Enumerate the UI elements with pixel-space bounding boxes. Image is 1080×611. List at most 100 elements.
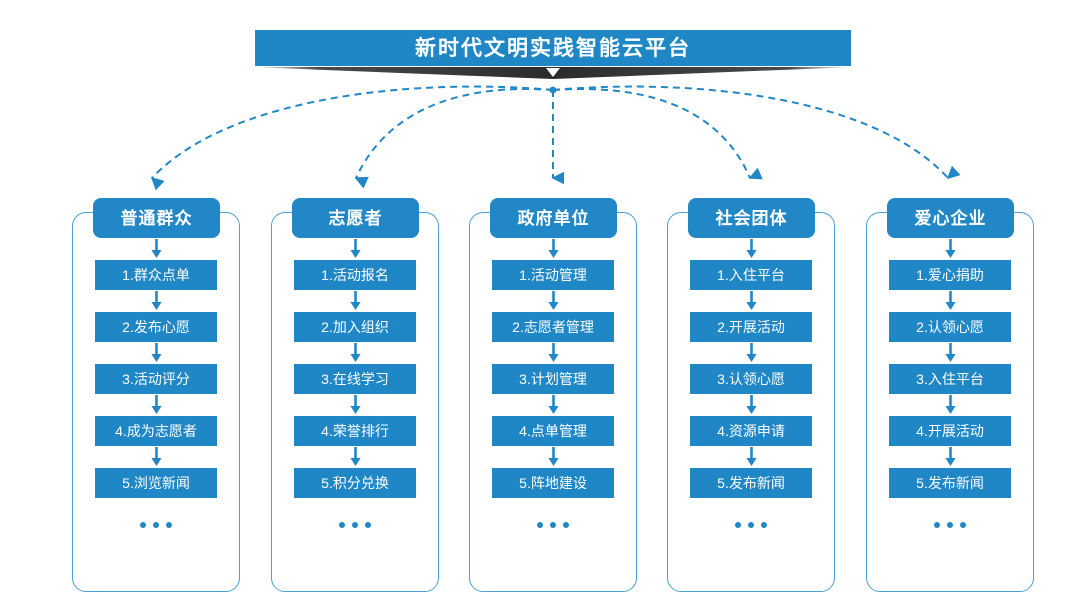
ellipsis-dot — [563, 522, 569, 528]
role-step-item[interactable]: 5.积分兑换 — [294, 468, 416, 498]
role-step-label: 3.活动评分 — [122, 371, 190, 387]
more-items-ellipsis — [469, 512, 637, 538]
role-step-item[interactable]: 5.发布新闻 — [690, 468, 812, 498]
ellipsis-dot — [761, 522, 767, 528]
role-columns: 普通群众 1.群众点单 2.发布心愿 3.活动评分 4.成为志愿者 5.浏览新闻 志愿者 1.… — [0, 198, 1080, 598]
role-step-item[interactable]: 1.活动报名 — [294, 260, 416, 290]
platform-title-banner: 新时代文明实践智能云平台 — [250, 30, 856, 79]
role-step-item[interactable]: 5.浏览新闻 — [95, 468, 217, 498]
role-header-4[interactable]: 社会团体 — [688, 198, 815, 238]
more-items-ellipsis — [72, 512, 240, 538]
role-step-item[interactable]: 2.发布心愿 — [95, 312, 217, 342]
role-header-3[interactable]: 政府单位 — [490, 198, 617, 238]
role-step-item[interactable]: 1.入住平台 — [690, 260, 812, 290]
role-step-item[interactable]: 3.计划管理 — [492, 364, 614, 394]
role-column-5: 爱心企业 1.爱心捐助 2.认领心愿 3.入住平台 4.开展活动 5.发布新闻 — [866, 198, 1034, 592]
role-step-label: 2.发布心愿 — [122, 319, 190, 335]
role-step-label: 5.浏览新闻 — [122, 475, 190, 491]
role-step-label: 1.活动管理 — [519, 267, 587, 283]
role-step-label: 4.荣誉排行 — [321, 423, 389, 439]
role-column-4: 社会团体 1.入住平台 2.开展活动 3.认领心愿 4.资源申请 5.发布新闻 — [667, 198, 835, 592]
role-step-item[interactable]: 4.成为志愿者 — [95, 416, 217, 446]
ellipsis-dot — [352, 522, 358, 528]
ellipsis-dot — [153, 522, 159, 528]
role-step-label: 1.入住平台 — [717, 267, 785, 283]
role-step-label: 5.积分兑换 — [321, 475, 389, 491]
arrow-down-icon — [271, 290, 439, 312]
ellipsis-dot — [934, 522, 940, 528]
role-header-label: 政府单位 — [517, 208, 590, 228]
arrow-down-icon — [866, 238, 1034, 260]
role-header-label: 志愿者 — [328, 208, 383, 228]
role-step-label: 4.资源申请 — [717, 423, 785, 439]
connector-to-column-1 — [150, 85, 554, 191]
role-step-label: 3.在线学习 — [321, 371, 389, 387]
role-step-label: 5.发布新闻 — [916, 475, 984, 491]
page-title: 新时代文明实践智能云平台 — [415, 36, 691, 60]
ellipsis-dot — [735, 522, 741, 528]
role-column-2: 志愿者 1.活动报名 2.加入组织 3.在线学习 4.荣誉排行 5.积分兑换 — [271, 198, 439, 592]
role-column-3: 政府单位 1.活动管理 2.志愿者管理 3.计划管理 4.点单管理 5.阵地建设 — [469, 198, 637, 592]
arrow-down-icon — [271, 238, 439, 260]
role-step-item[interactable]: 4.资源申请 — [690, 416, 812, 446]
role-step-label: 2.志愿者管理 — [512, 319, 594, 335]
role-step-item[interactable]: 1.爱心捐助 — [889, 260, 1011, 290]
connector-to-column-5 — [552, 85, 961, 180]
ellipsis-dot — [166, 522, 172, 528]
arrow-down-icon — [271, 446, 439, 468]
ellipsis-dot — [140, 522, 146, 528]
ellipsis-dot — [339, 522, 345, 528]
role-step-label: 5.发布新闻 — [717, 475, 785, 491]
role-step-item[interactable]: 3.入住平台 — [889, 364, 1011, 394]
role-step-item[interactable]: 1.群众点单 — [95, 260, 217, 290]
arrow-down-icon — [271, 394, 439, 416]
role-step-list: 1.活动管理 2.志愿者管理 3.计划管理 4.点单管理 5.阵地建设 — [469, 238, 637, 538]
role-step-label: 2.认领心愿 — [916, 319, 984, 335]
role-step-list: 1.入住平台 2.开展活动 3.认领心愿 4.资源申请 5.发布新闻 — [667, 238, 835, 538]
role-step-label: 3.计划管理 — [519, 371, 587, 387]
role-step-item[interactable]: 2.志愿者管理 — [492, 312, 614, 342]
role-step-item[interactable]: 4.荣誉排行 — [294, 416, 416, 446]
arrow-down-icon — [667, 290, 835, 312]
role-step-label: 4.开展活动 — [916, 423, 984, 439]
role-header-5[interactable]: 爱心企业 — [887, 198, 1014, 238]
more-items-ellipsis — [271, 512, 439, 538]
arrow-down-icon — [469, 342, 637, 364]
arrow-down-icon — [271, 342, 439, 364]
role-step-item[interactable]: 2.加入组织 — [294, 312, 416, 342]
role-step-item[interactable]: 4.点单管理 — [492, 416, 614, 446]
arrow-down-icon — [469, 446, 637, 468]
role-step-item[interactable]: 3.活动评分 — [95, 364, 217, 394]
role-header-label: 普通群众 — [120, 208, 193, 228]
arrow-down-icon — [667, 342, 835, 364]
role-step-item[interactable]: 1.活动管理 — [492, 260, 614, 290]
role-step-item[interactable]: 4.开展活动 — [889, 416, 1011, 446]
role-header-1[interactable]: 普通群众 — [93, 198, 220, 238]
role-step-label: 2.开展活动 — [717, 319, 785, 335]
role-step-label: 1.群众点单 — [122, 267, 190, 283]
role-step-item[interactable]: 3.认领心愿 — [690, 364, 812, 394]
role-step-item[interactable]: 5.发布新闻 — [889, 468, 1011, 498]
role-step-label: 2.加入组织 — [321, 319, 389, 335]
arrow-down-icon — [866, 290, 1034, 312]
ellipsis-dot — [947, 522, 953, 528]
arrow-down-icon — [72, 342, 240, 364]
role-step-item[interactable]: 3.在线学习 — [294, 364, 416, 394]
connector-hub — [549, 86, 557, 94]
role-column-1: 普通群众 1.群众点单 2.发布心愿 3.活动评分 4.成为志愿者 5.浏览新闻 — [72, 198, 240, 592]
role-step-list: 1.群众点单 2.发布心愿 3.活动评分 4.成为志愿者 5.浏览新闻 — [72, 238, 240, 538]
role-step-item[interactable]: 2.认领心愿 — [889, 312, 1011, 342]
banner-ribbon-shadow — [250, 67, 856, 79]
role-step-item[interactable]: 5.阵地建设 — [492, 468, 614, 498]
arrow-down-icon — [72, 290, 240, 312]
arrow-down-icon — [72, 238, 240, 260]
role-step-item[interactable]: 2.开展活动 — [690, 312, 812, 342]
arrow-down-icon — [866, 394, 1034, 416]
role-header-2[interactable]: 志愿者 — [292, 198, 419, 238]
more-items-ellipsis — [667, 512, 835, 538]
ellipsis-dot — [960, 522, 966, 528]
arrow-down-icon — [72, 394, 240, 416]
role-header-label: 社会团体 — [715, 208, 788, 228]
more-items-ellipsis — [866, 512, 1034, 538]
